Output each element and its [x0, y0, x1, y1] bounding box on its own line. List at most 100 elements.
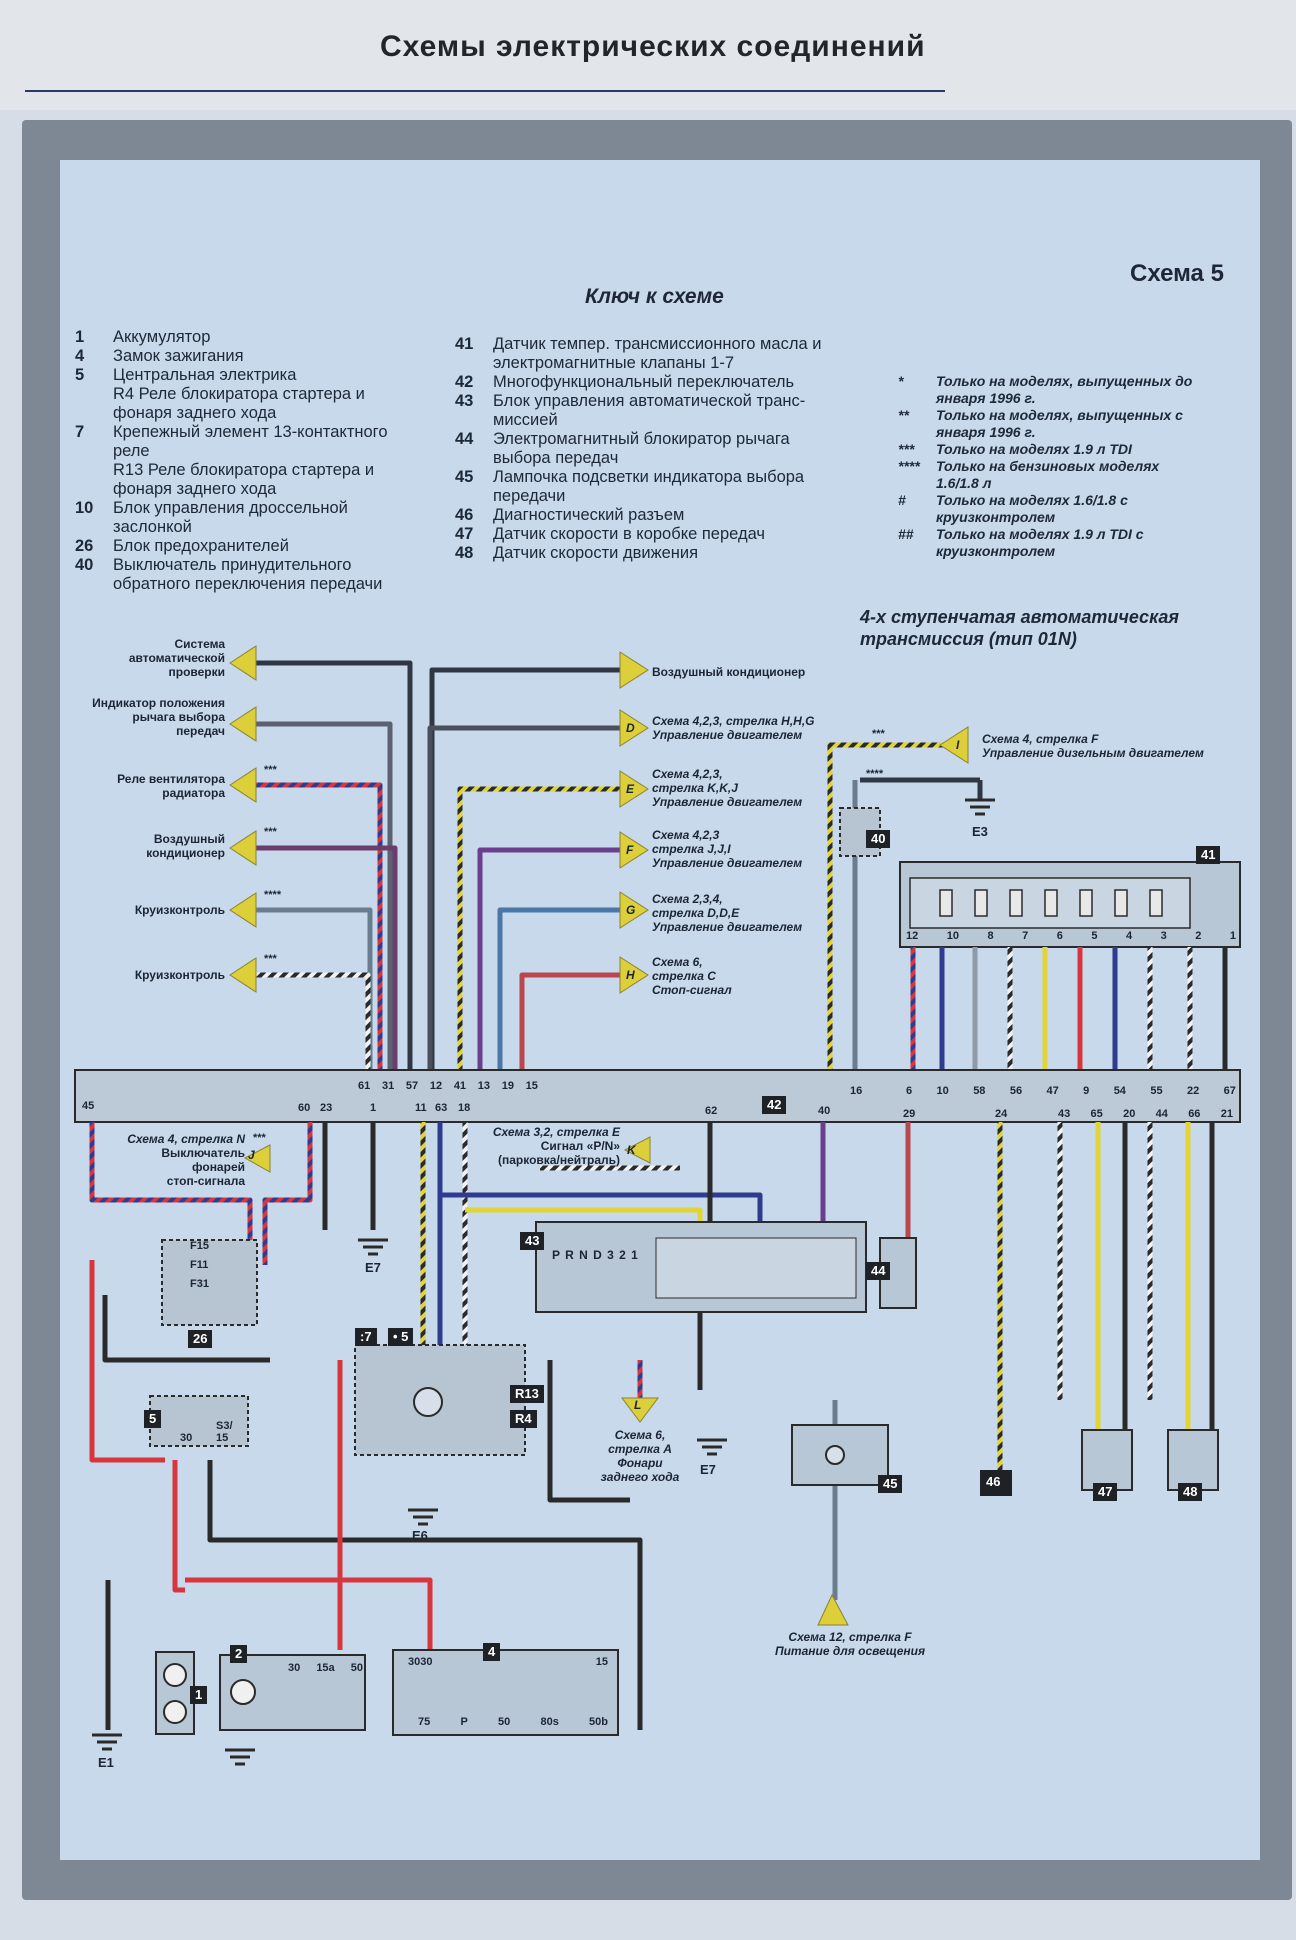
schema-title: Схема 5 — [1130, 260, 1224, 287]
ignition-4-label: 4 — [483, 1643, 501, 1661]
fuse-block-26-label: 26 — [188, 1330, 213, 1348]
relay-r4-label: R4 — [510, 1410, 537, 1428]
key-item: обратного переключения передачи — [113, 575, 383, 593]
ground-label-e3: E3 — [972, 824, 988, 839]
relay-r13-label: R13 — [510, 1385, 544, 1403]
wire-cruise-2 — [250, 972, 371, 1070]
stars-i: *** — [872, 728, 885, 740]
ground-label-e7-right: E7 — [700, 1462, 716, 1477]
ground-e3 — [965, 798, 995, 816]
wire-gear-indicator — [250, 721, 393, 1070]
note-item: ##Только на моделях 1.9 л TDI с — [898, 526, 1144, 542]
sensor-48-label: 48 — [1178, 1483, 1203, 1501]
contact-30: 30 — [180, 1432, 193, 1444]
pin-11: 11 — [415, 1102, 427, 1114]
arrow-label-cruise-1: Круизконтроль — [134, 903, 225, 917]
stars-ac-left: *** — [264, 826, 277, 838]
arrow-letter-d: D — [626, 721, 635, 735]
stars-fan-relay: *** — [264, 764, 277, 776]
wire-auto-check — [250, 660, 413, 1070]
stars-j: *** — [253, 1132, 266, 1144]
key-title: Ключ к схеме — [585, 285, 724, 308]
pin-24: 24 — [995, 1108, 1008, 1120]
relay-5-label: • 5 — [388, 1328, 414, 1346]
pin-18: 18 — [458, 1102, 471, 1114]
battery-1-label: 1 — [190, 1686, 208, 1704]
arrow-letter-k: K — [627, 1143, 636, 1157]
module-43-label: 43 — [520, 1232, 545, 1250]
note-item: ****Только на бензиновых моделях — [898, 458, 1160, 474]
relay-carrier-7-label: :7 — [355, 1328, 377, 1346]
central-electric-5-label: 5 — [144, 1410, 162, 1428]
note-item: *Только на моделях, выпущенных до — [898, 373, 1193, 389]
stars-cruise-2: *** — [264, 953, 277, 965]
wire-h — [519, 972, 620, 1070]
diagnostic-46-label: 46 — [986, 1474, 1001, 1489]
stars-40: **** — [866, 768, 884, 780]
header-rule — [25, 90, 945, 92]
page-title: Схемы электрических соединений — [380, 30, 926, 63]
transmission-title: 4-х ступенчатая автоматическая трансмисс… — [860, 607, 1180, 649]
pin-1: 1 — [370, 1102, 377, 1114]
wire-ac-left — [250, 845, 398, 1070]
pin-45: 45 — [82, 1100, 95, 1112]
arrow-label-ac-right: Воздушный кондиционер — [652, 665, 806, 679]
label-40: 40 — [866, 830, 891, 848]
key-item: электромагнитные клапаны 1-7 — [493, 354, 735, 372]
ground-label-e6: E6 — [412, 1528, 428, 1543]
ground-label-e1: E1 — [98, 1755, 114, 1770]
module-45-label: 45 — [878, 1475, 903, 1493]
arrow-letter-f: F — [626, 843, 634, 857]
wire-e — [457, 786, 620, 1070]
page-header: Схемы электрических соединений — [0, 0, 1296, 110]
sensor-47-label: 47 — [1093, 1483, 1118, 1501]
note-item: января 1996 г. — [936, 390, 1036, 406]
note-item: круизконтролем — [936, 509, 1056, 525]
module-42-pin-16: 16 — [850, 1085, 863, 1097]
module-42-label: 42 — [762, 1096, 787, 1114]
note-item: ***Только на моделях 1.9 л TDI — [898, 441, 1132, 457]
contact-s3-15: S3/15 — [216, 1420, 233, 1444]
notes-list: *Только на моделях, выпущенных до января… — [898, 373, 1258, 560]
wire-fan-relay — [250, 782, 383, 1070]
arrow-letter-j: J — [248, 1148, 255, 1162]
key-item: R13 Реле блокиратора стартера и — [113, 461, 375, 479]
wire-f — [477, 847, 620, 1070]
module-41-label: 41 — [1196, 846, 1221, 864]
arrow-letter-g: G — [626, 903, 636, 917]
key-item: фонаря заднего хода — [113, 404, 277, 422]
stars-cruise-1: **** — [264, 889, 282, 901]
key-item: выбора передач — [493, 449, 619, 467]
